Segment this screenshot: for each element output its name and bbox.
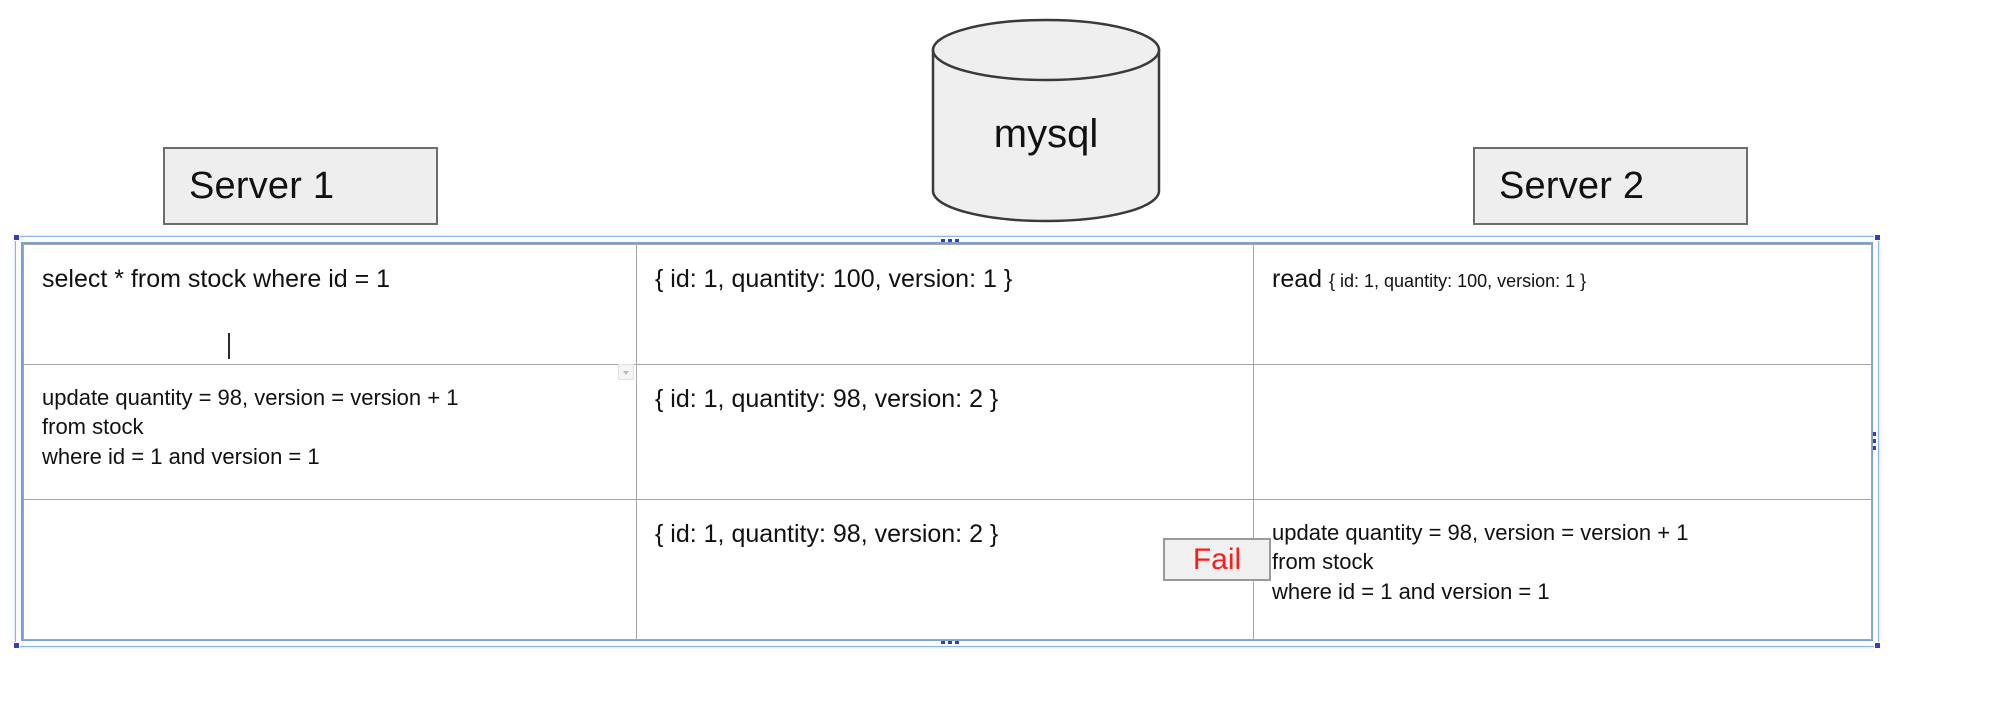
- text-cursor-caret: [228, 333, 230, 359]
- database-node[interactable]: mysql: [930, 18, 1162, 223]
- row-1-server2-json: { id: 1, quantity: 100, version: 1 }: [1329, 271, 1587, 291]
- table-row[interactable]: update quantity = 98, version = version …: [23, 364, 1872, 500]
- row-1-database-text: { id: 1, quantity: 100, version: 1 }: [655, 265, 1013, 293]
- server-1-box[interactable]: Server 1: [163, 147, 438, 225]
- row-3-database-text: { id: 1, quantity: 98, version: 2 }: [655, 520, 999, 548]
- row-2-database-text: { id: 1, quantity: 98, version: 2 }: [655, 385, 999, 413]
- row-1-database-cell[interactable]: { id: 1, quantity: 100, version: 1 }: [636, 244, 1254, 365]
- selection-handle-top-right[interactable]: [1874, 234, 1881, 241]
- selection-handle-bottom-center[interactable]: [941, 640, 959, 644]
- row-resize-handle-icon[interactable]: [618, 364, 634, 380]
- table-row[interactable]: select * from stock where id = 1 { id: 1…: [23, 244, 1872, 365]
- row-3-database-cell[interactable]: { id: 1, quantity: 98, version: 2 }: [636, 499, 1254, 640]
- row-2-database-cell[interactable]: { id: 1, quantity: 98, version: 2 }: [636, 364, 1254, 500]
- server-2-label: Server 2: [1499, 165, 1645, 207]
- row-3-server2-cell[interactable]: update quantity = 98, version = version …: [1253, 499, 1872, 640]
- row-1-server1-text: select * from stock where id = 1: [42, 265, 391, 293]
- row-2-server1-text: update quantity = 98, version = version …: [42, 385, 459, 469]
- row-2-server1-cell[interactable]: update quantity = 98, version = version …: [23, 364, 637, 500]
- row-1-server1-cell[interactable]: select * from stock where id = 1: [23, 244, 637, 365]
- status-badge-fail[interactable]: Fail: [1163, 538, 1271, 581]
- database-cylinder-icon: [931, 18, 1161, 223]
- row-1-server2-text: read { id: 1, quantity: 100, version: 1 …: [1272, 263, 1871, 295]
- table-row[interactable]: { id: 1, quantity: 98, version: 2 } upda…: [23, 499, 1872, 640]
- selection-handle-bottom-left[interactable]: [13, 642, 20, 649]
- selection-handle-bottom-right[interactable]: [1874, 642, 1881, 649]
- sequence-table[interactable]: select * from stock where id = 1 { id: 1…: [21, 242, 1873, 641]
- row-1-server2-cell[interactable]: read { id: 1, quantity: 100, version: 1 …: [1253, 244, 1872, 365]
- row-3-server2-text: update quantity = 98, version = version …: [1272, 520, 1689, 604]
- sequence-table-grid: select * from stock where id = 1 { id: 1…: [23, 244, 1872, 640]
- selection-handle-top-center[interactable]: [941, 239, 959, 243]
- server-2-box[interactable]: Server 2: [1473, 147, 1748, 225]
- selection-handle-middle-right[interactable]: [1872, 432, 1876, 450]
- fail-badge-label: Fail: [1192, 542, 1242, 576]
- row-1-server2-keyword: read: [1272, 265, 1323, 293]
- server-1-label: Server 1: [189, 165, 335, 207]
- row-3-server1-cell[interactable]: [23, 499, 637, 640]
- row-2-server2-cell[interactable]: [1253, 364, 1872, 500]
- selection-handle-top-left[interactable]: [13, 234, 20, 241]
